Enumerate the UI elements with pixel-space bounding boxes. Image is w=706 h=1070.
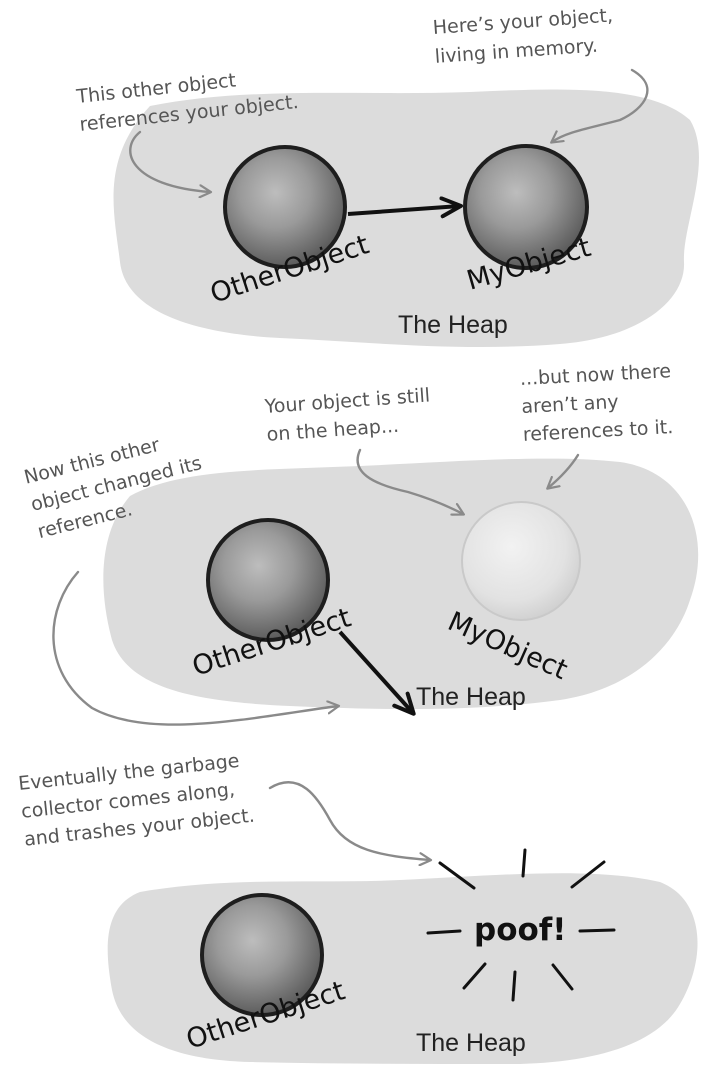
poof-text: poof! bbox=[474, 912, 566, 948]
heap-blob-1 bbox=[113, 89, 699, 348]
heap-blob-2 bbox=[103, 458, 699, 710]
note-still-line-2: on the heap... bbox=[266, 415, 400, 446]
panel-2: OtherObject MyObject The Heap Your objec… bbox=[22, 360, 699, 726]
heap-label-3: The Heap bbox=[416, 1029, 526, 1057]
reference-arrow bbox=[347, 196, 463, 219]
note-noref-line-3: references to it. bbox=[522, 416, 673, 446]
poof-lines bbox=[426, 848, 616, 1002]
changed-reference-arrow bbox=[338, 630, 416, 716]
note-mine-line-2: living in memory. bbox=[434, 35, 598, 68]
other-object-sphere-3 bbox=[200, 893, 324, 1017]
other-object-sphere bbox=[223, 145, 347, 269]
poof-burst: poof! bbox=[426, 848, 616, 1002]
note-garbage-collector: Eventually the garbage collector comes a… bbox=[17, 749, 255, 851]
note-noref-line-1: ...but now there bbox=[519, 360, 671, 390]
note-mine-line-1: Here’s your object, bbox=[432, 4, 613, 39]
note-still-on-heap: Your object is still on the heap... bbox=[263, 384, 439, 446]
note-noref-arrow bbox=[548, 453, 580, 488]
note-changed-arrow bbox=[52, 570, 338, 726]
note-mine-arrow bbox=[552, 68, 649, 142]
panel-3: OtherObject The Heap poof! Eventually th… bbox=[17, 749, 698, 1064]
note-still-line-1: Your object is still bbox=[263, 384, 431, 418]
heap-label-2: The Heap bbox=[416, 683, 526, 711]
other-object-sphere-2 bbox=[206, 518, 330, 642]
note-still-arrow bbox=[356, 448, 463, 514]
note-other-arrow bbox=[129, 130, 210, 192]
my-object-sphere bbox=[463, 144, 589, 270]
note-noref-line-2: aren’t any bbox=[521, 391, 619, 418]
note-no-references: ...but now there aren’t any references t… bbox=[519, 360, 680, 446]
panel-1: OtherObject MyObject The Heap This other… bbox=[74, 4, 699, 348]
my-object-ghost-sphere bbox=[461, 501, 581, 621]
heap-label-1: The Heap bbox=[398, 311, 508, 339]
note-gc-arrow bbox=[268, 781, 430, 860]
note-here-is-object: Here’s your object, living in memory. bbox=[432, 4, 622, 68]
